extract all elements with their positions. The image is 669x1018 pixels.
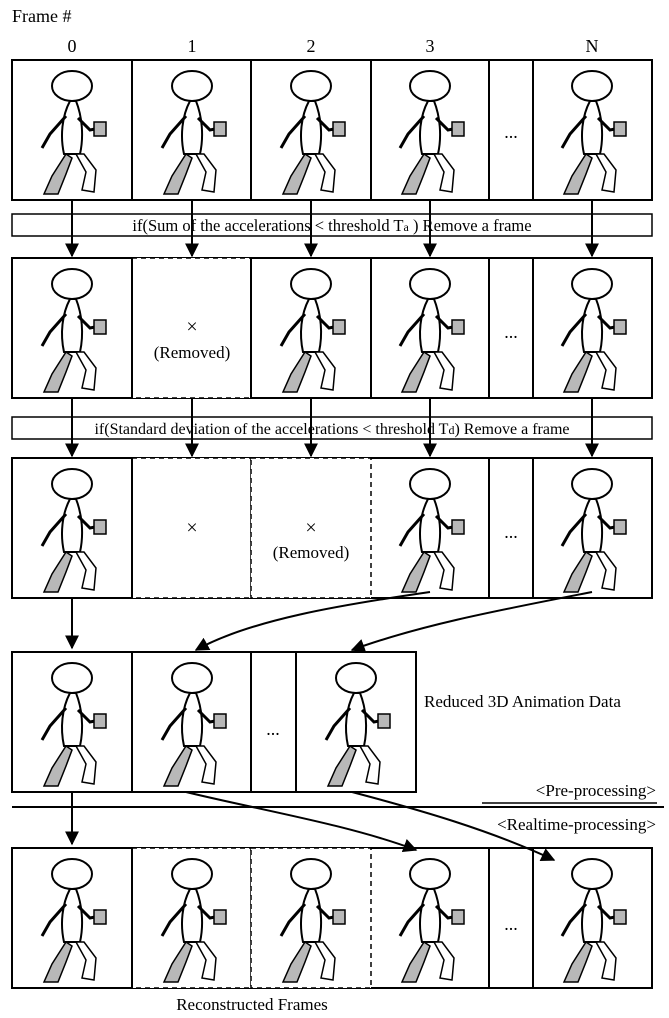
ellipsis-marker: ... [504,322,518,342]
condition-box-sum [11,213,653,237]
walking-figure-icon [40,69,108,196]
preprocessing-label: <Pre-processing> [536,781,656,800]
frame-row-after-stddev-filter: × × (Removed) ... [11,457,653,599]
walking-figure-icon [398,267,466,394]
frame-row-original: ... [11,59,653,201]
reconstructed-frames-label: Reconstructed Frames [176,995,328,1014]
walking-figure-icon [324,661,392,788]
frame-row-reconstructed: ... [11,847,653,989]
walking-figure-icon [40,467,108,594]
column-label-2: 2 [307,36,316,56]
walking-figure-icon [40,661,108,788]
column-label-0: 0 [68,36,77,56]
column-label-n: N [586,36,599,56]
column-label-3: 3 [426,36,435,56]
removed-mark: × [186,517,197,539]
ellipsis-marker: ... [266,719,280,739]
removed-label: (Removed) [154,343,230,362]
removed-mark: × [186,316,197,338]
condition-stddev-text: if(Standard deviation of the acceleratio… [94,421,569,438]
walking-figure-icon [160,69,228,196]
walking-figure-icon [279,69,347,196]
realtime-processing-label: <Realtime-processing> [497,815,656,834]
reduced-data-label: Reduced 3D Animation Data [424,692,621,711]
walking-figure-icon [398,69,466,196]
walking-figure-icon [560,267,628,394]
frame-number-title: Frame # [12,6,71,26]
ellipsis-marker: ... [504,522,518,542]
walking-figure-icon [40,857,108,984]
flow-arrow [351,791,556,861]
walking-figure-icon [40,267,108,394]
removed-label: (Removed) [273,543,349,562]
frame-row-after-sum-filter: × (Removed) ... [11,257,653,399]
walking-figure-icon [560,69,628,196]
walking-figure-icon [560,857,628,984]
walking-figure-icon [398,467,466,594]
walking-figure-icon [398,857,466,984]
ellipsis-marker: ... [504,914,518,934]
ellipsis-marker: ... [504,122,518,142]
condition-box-stddev [11,416,653,440]
column-label-1: 1 [188,36,197,56]
walking-figure-icon [160,661,228,788]
flow-arrow [194,591,431,651]
removed-mark: × [305,517,316,539]
flow-arrow [185,791,418,853]
frame-row-reduced: ... [11,651,417,793]
walking-figure-icon [560,467,628,594]
flow-arrow [350,591,593,653]
condition-sum-text: if(Sum of the accelerations < threshold … [132,216,531,235]
walking-figure-icon [279,267,347,394]
